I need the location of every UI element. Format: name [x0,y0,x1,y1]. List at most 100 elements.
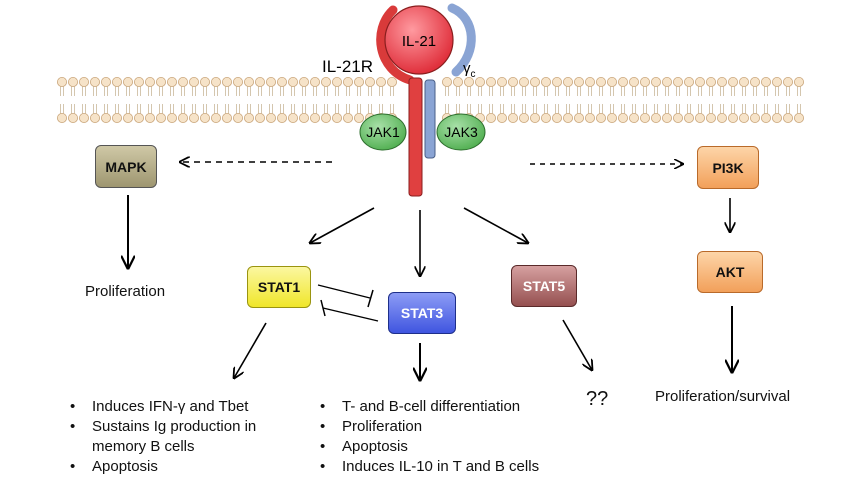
lipid-head [717,113,728,124]
lipid-head [177,77,188,88]
il21-ligand [384,5,454,75]
lipid-head [57,113,68,124]
gamma-chain-label: γc [463,60,476,80]
lipid-head [232,113,243,124]
lipid-head [706,113,717,124]
lipid-head [530,77,541,88]
lipid-head [68,77,79,88]
lipid-head [750,77,761,88]
lipid-head [452,77,463,88]
lipid-head [794,113,805,124]
lipid-head [651,113,662,124]
lipid-head [375,77,386,88]
lipid-head [684,113,695,124]
inhibit-stat3-to-stat1 [322,307,379,322]
lipid-head [309,113,320,124]
jak1-label: JAK1 [366,124,400,140]
lipid-head [353,113,364,124]
inhibit-stat1-to-stat3 [317,284,371,299]
lipid-head [783,113,794,124]
lipid-head [706,77,717,88]
lipid-head [309,77,320,88]
lipid-head [123,77,134,88]
lipid-head [155,77,166,88]
lipid-head [243,113,254,124]
stat1-effect-item: Induces IFN-γ and Tbet [66,397,306,417]
lipid-head [662,77,673,88]
lipid-head [673,77,684,88]
lipid-head [673,113,684,124]
lipid-head [166,77,177,88]
lipid-head [541,77,552,88]
lipid-head [794,77,805,88]
jak3-enzyme [436,113,486,151]
lipid-head [221,113,232,124]
lipid-head [90,113,101,124]
stat1-node: STAT1 [247,266,311,308]
lipid-head [188,113,199,124]
lipid-head [519,77,530,88]
lipid-head [728,77,739,88]
lipid-head [320,77,331,88]
lipid-head [485,113,496,124]
lipid-head [155,113,166,124]
lipid-head [90,77,101,88]
lipid-head [772,77,783,88]
stat3-effects-list: T- and B-cell differentiation Proliferat… [316,397,586,477]
lipid-head [342,77,353,88]
lipid-head [618,113,629,124]
lipid-head [662,113,673,124]
stat3-effect-item: Proliferation [316,417,586,437]
lipid-head [210,77,221,88]
lipid-head [519,113,530,124]
lipid-head [298,113,309,124]
inhibit-stat1-to-stat3-bar [367,289,374,308]
lipid-head [254,77,265,88]
lipid-head [607,113,618,124]
lipid-head [485,77,496,88]
lipid-head [210,113,221,124]
lipid-head [684,77,695,88]
stat1-effects-list: Induces IFN-γ and Tbet Sustains Ig produ… [66,397,306,477]
lipid-head [629,77,640,88]
gamma-chain-arc [447,3,476,77]
lipid-head [585,113,596,124]
lipid-head [772,113,783,124]
cell-membrane [57,77,805,124]
il21r-stalk [408,77,423,197]
lipid-head [133,77,144,88]
lipid-head [496,77,507,88]
lipid-head [144,77,155,88]
arrow-stat1-to-effects [234,322,267,378]
lipid-head [199,113,210,124]
lipid-head [541,113,552,124]
lipid-head [276,77,287,88]
lipid-head [441,77,452,88]
lipid-head [243,77,254,88]
lipid-head [57,77,68,88]
lipid-head [629,113,640,124]
mapk-outcome-label: Proliferation [85,283,166,300]
lipid-head [188,77,199,88]
stat3-effect-item: T- and B-cell differentiation [316,397,586,417]
lipid-head [221,77,232,88]
lipid-head [530,113,541,124]
lipid-head [123,113,134,124]
lipid-head [144,113,155,124]
stat1-effect-item: Apoptosis [66,457,306,477]
lipid-head [276,113,287,124]
lipid-head [320,113,331,124]
akt-node: AKT [697,251,763,293]
stat5-outcome-label: ?? [586,388,609,410]
inhibit-stat3-to-stat1-bar [320,299,326,317]
lipid-head [596,113,607,124]
gamma-chain-subscript: c [471,69,476,80]
jak3-label: JAK3 [444,124,478,140]
stat3-effect-item: Apoptosis [316,437,586,457]
lipid-head [607,77,618,88]
lipid-head [254,113,265,124]
il21r-label: IL-21R [322,57,373,76]
mapk-node: MAPK [95,145,157,188]
lipid-head [761,77,772,88]
